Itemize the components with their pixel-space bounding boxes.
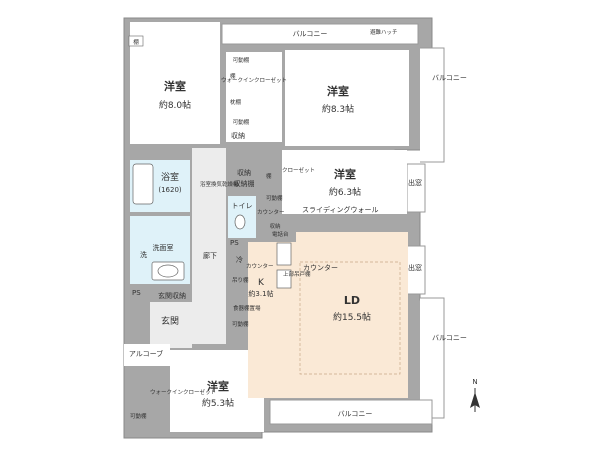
- counter-3: カウンター: [246, 262, 274, 270]
- shelf-b: 棚: [266, 172, 272, 180]
- fridge-label: 冷: [236, 255, 243, 264]
- bath-dryer-note: 浴室換気乾燥機: [200, 180, 239, 188]
- bay-window-1: [406, 163, 426, 213]
- counter-1: カウンター: [303, 263, 338, 272]
- wash-mark: 洗: [140, 250, 147, 259]
- nw-shelf-box: [128, 35, 144, 47]
- room-ld-size: 約15.5帖: [333, 311, 371, 323]
- sink: [157, 264, 179, 278]
- ps-1: PS: [132, 289, 141, 297]
- nw-shelf-label: 棚: [133, 38, 139, 46]
- balcony-bottom: バルコニー: [338, 410, 373, 418]
- bay-window-2-label: 出窓: [408, 263, 422, 272]
- ps-2: PS: [230, 239, 239, 247]
- balcony-right-top: バルコニー: [432, 74, 467, 82]
- storage-2: 収納: [237, 168, 251, 177]
- corridor-name: 廊下: [203, 251, 217, 260]
- movable-shelf-4: 可動棚: [232, 320, 249, 328]
- storage-3: 収納: [269, 222, 281, 230]
- pantry-label: 食器棚置場: [233, 304, 261, 312]
- shelf-a: 棚: [230, 72, 236, 80]
- balcony-right-bottom: バルコニー: [432, 334, 467, 342]
- bay-window-1-label: 出窓: [408, 178, 422, 187]
- room-mid-name: 洋室: [334, 167, 356, 181]
- compass-icon: N: [470, 378, 480, 412]
- room-ne-name: 洋室: [327, 84, 349, 98]
- room-sw-name: 洋室: [207, 379, 229, 393]
- room-mid: [282, 150, 407, 214]
- compass-north: N: [472, 378, 477, 386]
- balcony-right-top-outline: [420, 47, 445, 163]
- room-kitchen-name: K: [258, 278, 265, 288]
- movable-shelf-1: 可動棚: [233, 56, 250, 64]
- hanger-shelf: 吊り棚: [232, 276, 249, 284]
- room-ne-size: 約8.3帖: [322, 103, 354, 115]
- balcony-bottom-outline: [269, 399, 433, 425]
- room-sw-size: 約5.3帖: [202, 397, 234, 409]
- room-nw: [130, 22, 220, 144]
- storage-shelf: 収納棚: [234, 179, 255, 188]
- alcove-name: アルコーブ: [129, 349, 163, 358]
- washroom-name: 洗面室: [153, 243, 174, 252]
- evacuation-hatch: 避難ハッチ: [370, 28, 398, 36]
- phone-stand: 電話台: [272, 230, 289, 238]
- room-kitchen-size: 約3.1帖: [248, 289, 273, 298]
- wic-sw: ウォークインクローゼット: [150, 388, 216, 396]
- balcony-top: バルコニー: [293, 30, 328, 38]
- storage-1: 収納: [231, 131, 245, 140]
- wic-main-label: ウォークインクローゼット: [221, 76, 287, 84]
- room-nw-name: 洋室: [164, 79, 186, 93]
- closet-mid: クローゼット: [282, 166, 315, 174]
- kitchen-sink: [276, 269, 292, 289]
- toilet-name: トイレ: [232, 202, 253, 210]
- entrance-area: [150, 302, 192, 348]
- movable-shelf-3: 可動棚: [266, 194, 283, 202]
- toilet-bowl: [234, 214, 246, 230]
- corridor: [192, 148, 226, 344]
- room-ne: [285, 50, 409, 146]
- ld-floor-ext: [248, 296, 308, 398]
- room-ld-name: LD: [344, 294, 360, 307]
- counter-2: カウンター: [257, 208, 285, 216]
- wic-main-area: [226, 52, 282, 142]
- dashed-rug: [299, 261, 401, 375]
- entrance-name: 玄関: [161, 315, 179, 327]
- movable-shelf-2: 可動棚: [233, 118, 250, 126]
- bathtub: [132, 163, 154, 205]
- upper-cabinet: 上部吊戸棚: [283, 270, 311, 278]
- room-mid-size: 約6.3帖: [329, 186, 361, 198]
- entrance-storage: 玄関収納: [158, 291, 186, 300]
- alcove-area: [124, 344, 170, 366]
- sliding-wall: スライディングウォール: [302, 205, 379, 214]
- bath-name: 浴室: [161, 171, 179, 183]
- balcony-top-outline: [221, 23, 419, 45]
- stove: [276, 242, 292, 266]
- room-nw-size: 約8.0帖: [159, 99, 191, 111]
- ld-floor: [296, 232, 408, 398]
- shelf-c: 枕棚: [230, 98, 242, 106]
- bath-size: (1620): [158, 186, 182, 194]
- movable-shelf-5: 可動棚: [130, 412, 147, 420]
